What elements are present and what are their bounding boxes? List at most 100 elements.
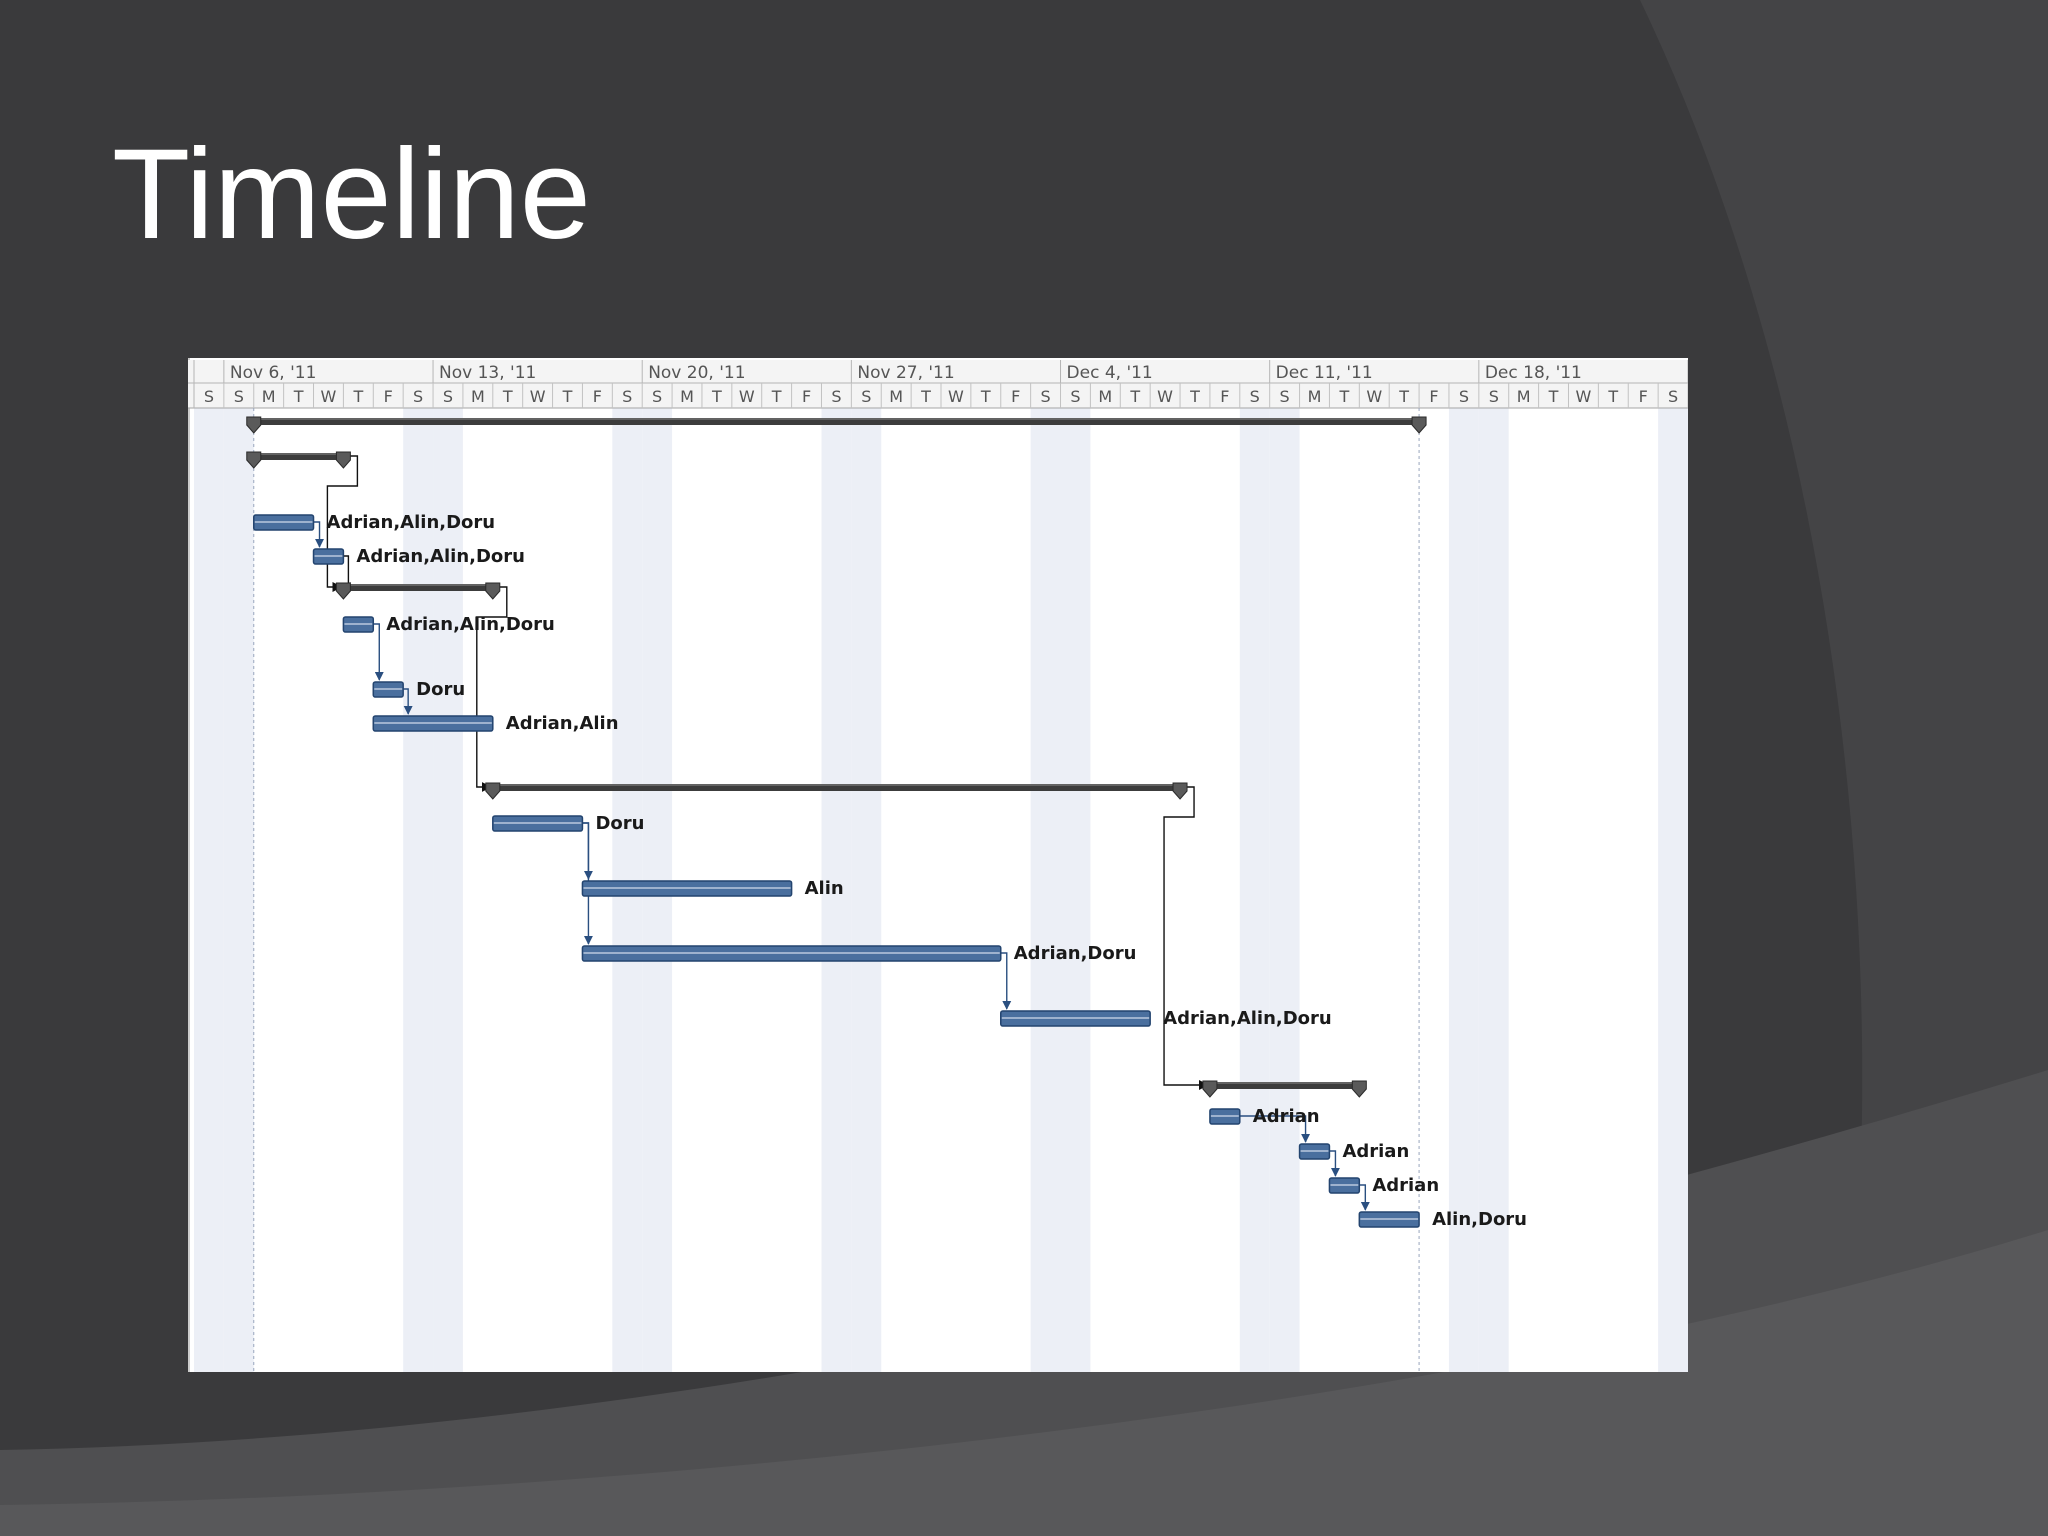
dependency-link <box>1239 1115 1311 1143</box>
day-letter: S <box>1668 387 1678 406</box>
resource-label: Adrian <box>1342 1141 1409 1162</box>
day-letter: F <box>1429 387 1438 406</box>
weekend-band <box>403 408 434 1372</box>
weekend-band <box>1448 408 1479 1372</box>
summary-start-cap <box>246 451 262 469</box>
dependency-link <box>582 822 593 880</box>
summary-end-cap <box>1351 1080 1367 1098</box>
week-label: Nov 13, '11 <box>439 363 536 383</box>
day-letter: F <box>593 387 602 406</box>
day-letter: T <box>980 387 991 406</box>
day-letter: S <box>1041 387 1051 406</box>
summary-bar <box>253 418 1420 425</box>
gantt-chart: Nov 6, '11 Nov 13, '11 Nov 20, '11 Nov 27, … <box>188 358 1688 1372</box>
resource-label: Adrian,Alin,Doru <box>356 546 525 567</box>
day-letter: T <box>920 387 931 406</box>
day-letter: S <box>1459 387 1469 406</box>
day-letter: W <box>948 387 964 406</box>
weekend-band <box>1060 408 1091 1372</box>
dependency-link <box>313 521 325 548</box>
dependency-link <box>403 688 413 715</box>
day-letter: S <box>1280 387 1290 406</box>
day-letter: S <box>1250 387 1260 406</box>
dependency-link <box>1329 1150 1340 1177</box>
day-letter: M <box>471 387 485 406</box>
dependency-link <box>476 586 508 792</box>
day-letter: F <box>1011 387 1020 406</box>
week-label: Nov 6, '11 <box>230 363 317 383</box>
day-letter: T <box>1548 387 1559 406</box>
summary-end-cap <box>485 582 501 600</box>
dependency-link <box>582 822 593 945</box>
day-letter: T <box>1189 387 1200 406</box>
resource-label: Adrian,Alin,Doru <box>386 614 555 635</box>
summary-bar <box>343 584 493 591</box>
day-letter: T <box>502 387 513 406</box>
weekend-band <box>1478 408 1509 1372</box>
summary-start-cap <box>335 582 351 600</box>
summary-end-cap <box>335 451 351 469</box>
day-letter: W <box>739 387 755 406</box>
day-letter: S <box>861 387 871 406</box>
day-letter: T <box>1129 387 1140 406</box>
resource-label: Alin,Doru <box>1432 1209 1527 1230</box>
day-letter: W <box>321 387 337 406</box>
week-label: Nov 20, '11 <box>648 363 745 383</box>
day-letter: S <box>1489 387 1499 406</box>
resource-label: Adrian,Alin <box>506 713 619 734</box>
day-letter: F <box>1220 387 1229 406</box>
day-letter: F <box>1639 387 1648 406</box>
day-letter: W <box>1576 387 1592 406</box>
day-letter: F <box>802 387 811 406</box>
day-letter: S <box>652 387 662 406</box>
day-letter: S <box>234 387 244 406</box>
weekend-band <box>1030 408 1061 1372</box>
dependency-link <box>1163 786 1209 1090</box>
day-letter: T <box>352 387 363 406</box>
week-label: Dec 18, '11 <box>1485 363 1582 383</box>
summary-bar <box>492 784 1181 791</box>
summary-bar <box>1209 1082 1360 1089</box>
summary-start-cap <box>1202 1080 1218 1098</box>
resource-label: Doru <box>595 813 644 834</box>
summary-end-cap <box>1172 782 1188 800</box>
day-letter: W <box>1366 387 1382 406</box>
resource-label: Adrian,Alin,Doru <box>327 512 496 533</box>
summary-start-cap <box>246 416 262 434</box>
day-letter: S <box>1070 387 1080 406</box>
day-letter: M <box>1098 387 1112 406</box>
day-letter: M <box>680 387 694 406</box>
day-letter: T <box>293 387 304 406</box>
weekend-band <box>821 408 852 1372</box>
resource-label: Adrian,Alin,Doru <box>1163 1008 1332 1029</box>
resource-label: Adrian,Doru <box>1014 943 1137 964</box>
day-letter: S <box>204 387 214 406</box>
resource-label: Doru <box>416 679 465 700</box>
weekend-band <box>851 408 882 1372</box>
day-letter: F <box>384 387 393 406</box>
weekend-band <box>1239 408 1270 1372</box>
slide-title: Timeline <box>112 123 591 266</box>
dependency-link <box>373 623 384 681</box>
day-letter: T <box>562 387 573 406</box>
dependency-link <box>1000 952 1012 1010</box>
day-letter: M <box>262 387 276 406</box>
summary-end-cap <box>1411 416 1427 434</box>
week-label: Nov 27, '11 <box>857 363 954 383</box>
day-letter: W <box>1157 387 1173 406</box>
weekend-band <box>1658 408 1688 1372</box>
day-letter: S <box>831 387 841 406</box>
weekend-band <box>1269 408 1300 1372</box>
day-letter: M <box>1517 387 1531 406</box>
day-letter: W <box>530 387 546 406</box>
resource-label: Adrian <box>1372 1175 1439 1196</box>
resource-label: Alin <box>805 878 844 899</box>
dependency-link <box>1359 1184 1370 1211</box>
day-letter: T <box>1338 387 1349 406</box>
summary-start-cap <box>485 782 501 800</box>
weekend-band <box>433 408 463 1372</box>
day-letter: M <box>1308 387 1322 406</box>
day-letter: T <box>1607 387 1618 406</box>
day-letter: S <box>413 387 423 406</box>
day-letter: M <box>889 387 903 406</box>
